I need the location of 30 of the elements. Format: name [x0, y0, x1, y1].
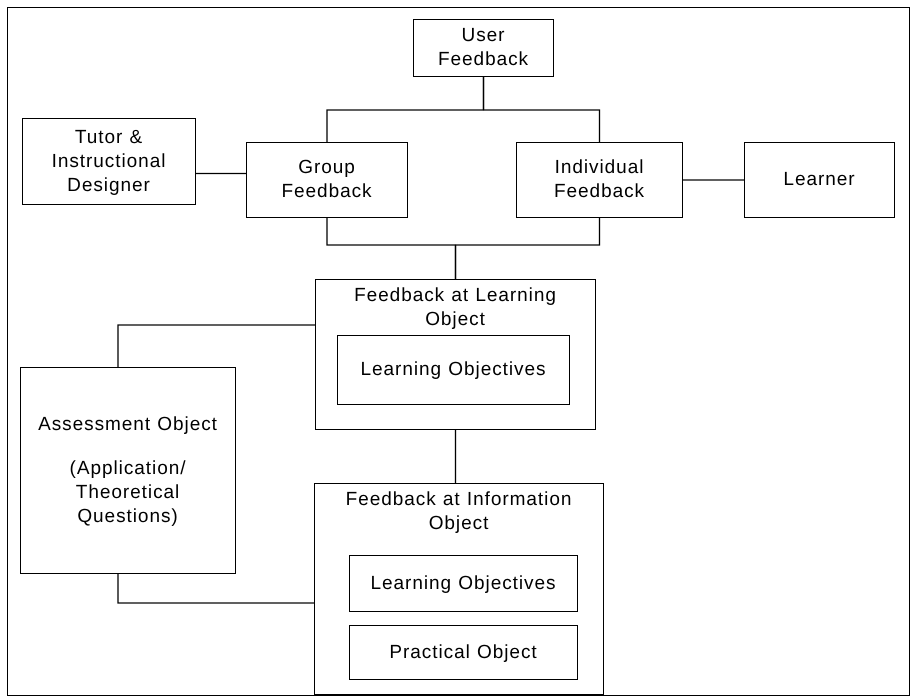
connector-line: [482, 77, 600, 142]
box-label: Practical Object: [388, 640, 539, 664]
box-label: Learning Objectives: [360, 358, 548, 382]
process-box: [349, 555, 578, 612]
process-box: [246, 142, 408, 218]
process-box: [413, 19, 554, 77]
process-box: [22, 118, 196, 205]
connector-line: [117, 574, 314, 604]
box-label: Learner: [782, 168, 857, 192]
connector-line: [454, 430, 456, 483]
process-box: [20, 367, 236, 574]
box-label: Feedback at Learning Object: [353, 284, 558, 332]
process-box: [516, 142, 683, 218]
box-label: Feedback at Information Object: [344, 488, 574, 536]
box-label: Group Feedback: [280, 156, 374, 204]
process-box: [315, 279, 596, 430]
connector-line: [117, 324, 315, 367]
process-box: [314, 483, 604, 695]
box-label: (Application/ Theoretical Questions): [68, 456, 188, 528]
box-label: Tutor & Instructional Designer: [50, 126, 168, 198]
box-label: Assessment Object: [37, 412, 219, 436]
process-box: [744, 142, 895, 218]
connector-line: [454, 218, 600, 279]
connector-line: [683, 179, 744, 181]
box-label: Learning Objectives: [370, 572, 558, 596]
process-box: [337, 335, 570, 405]
box-label: User Feedback: [436, 24, 530, 72]
connector-line: [196, 172, 246, 174]
process-box: [349, 625, 578, 680]
box-label: Individual Feedback: [552, 156, 646, 204]
